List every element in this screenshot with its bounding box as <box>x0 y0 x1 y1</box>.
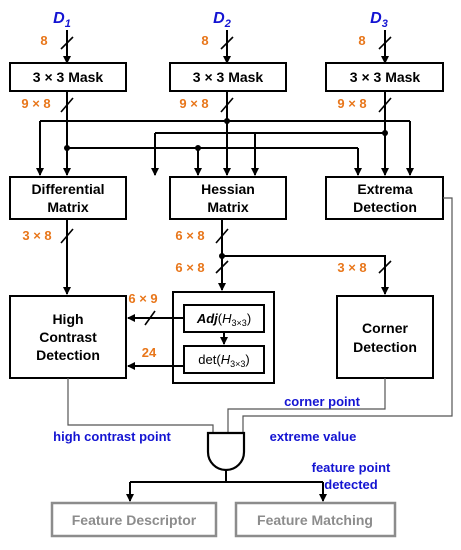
input-d1-bus-slash <box>60 36 74 50</box>
corner-detection-label-2: Detection <box>353 339 417 355</box>
corner-in-slash <box>378 260 392 274</box>
corner-in-wire <box>222 255 389 295</box>
hess-out-width: 6 × 8 <box>175 228 204 243</box>
hessian-matrix-block <box>169 176 287 220</box>
input-d3-bus-slash <box>378 36 392 50</box>
input-d2-bus-slash <box>220 36 234 50</box>
hess-split-slash <box>215 260 229 274</box>
corner-point-wire <box>227 378 386 433</box>
corner-detection-label-1: Corner <box>362 320 408 336</box>
and-gate <box>206 431 246 472</box>
hessian-matrix-label-1: Hessian <box>201 181 255 197</box>
corner-in-width: 3 × 8 <box>337 260 366 275</box>
feature-matching-block <box>234 501 397 538</box>
hess-split-width: 6 × 8 <box>175 260 204 275</box>
mask-block-3-label: 3 × 3 Mask <box>350 69 421 85</box>
input-d2-width: 8 <box>201 33 208 48</box>
extrema-detection-block <box>325 176 444 220</box>
mask-distribution-bus <box>36 118 414 176</box>
mask-block-2 <box>169 62 287 92</box>
input-d1-label: D1 <box>53 10 71 30</box>
mask2-bus-slash <box>220 97 234 113</box>
mask-block-2-label: 3 × 3 Mask <box>193 69 264 85</box>
mask-block-3 <box>325 62 444 92</box>
mask3-bus-slash <box>378 97 392 113</box>
feature-point-label-1: feature point <box>312 460 391 475</box>
extreme-value-wire <box>242 197 453 433</box>
input-d1-width: 8 <box>40 33 47 48</box>
det-label: det(H3×3) <box>198 352 249 369</box>
feature-matching-label: Feature Matching <box>257 512 373 528</box>
input-d2-label: D2 <box>213 10 231 30</box>
diff-out-width: 3 × 8 <box>22 228 51 243</box>
det-block <box>183 345 265 374</box>
adj-out-slash <box>144 310 156 326</box>
feature-point-label-2: detected <box>324 477 378 492</box>
adj-out-width: 6 × 9 <box>128 291 157 306</box>
diff-bus-slash <box>60 228 74 244</box>
hessian-matrix-label-2: Matrix <box>207 199 248 215</box>
high-contrast-label-2: Contrast <box>39 329 97 345</box>
feature-descriptor-label: Feature Descriptor <box>72 512 197 528</box>
det-out-width: 24 <box>142 345 157 360</box>
adj-label: Adj(H3×3) <box>196 311 251 328</box>
high-contrast-label-1: High <box>52 311 83 327</box>
mask3-out-width: 9 × 8 <box>337 96 366 111</box>
mask1-out-width: 9 × 8 <box>21 96 50 111</box>
extrema-detection-label-2: Detection <box>353 199 417 215</box>
hess-bus-slash <box>215 228 229 244</box>
mask2-out-width: 9 × 8 <box>179 96 208 111</box>
mask-block-1-label: 3 × 3 Mask <box>33 69 104 85</box>
input-d3-label: D3 <box>370 10 388 30</box>
differential-matrix-label-2: Matrix <box>47 199 88 215</box>
corner-point-label: corner point <box>284 394 361 409</box>
feature-descriptor-block <box>50 501 218 538</box>
differential-matrix-label-1: Differential <box>31 181 104 197</box>
input-d3-width: 8 <box>358 33 365 48</box>
high-contrast-point-label: high contrast point <box>53 429 171 444</box>
extrema-detection-label-1: Extrema <box>357 181 412 197</box>
high-contrast-label-3: Detection <box>36 347 100 363</box>
mask1-bus-slash <box>60 97 74 113</box>
extreme-value-label: extreme value <box>270 429 357 444</box>
high-contrast-point-wire <box>67 378 214 433</box>
differential-matrix-block <box>9 176 127 220</box>
corner-detection-block <box>336 295 434 379</box>
high-contrast-detection-block <box>9 295 127 379</box>
